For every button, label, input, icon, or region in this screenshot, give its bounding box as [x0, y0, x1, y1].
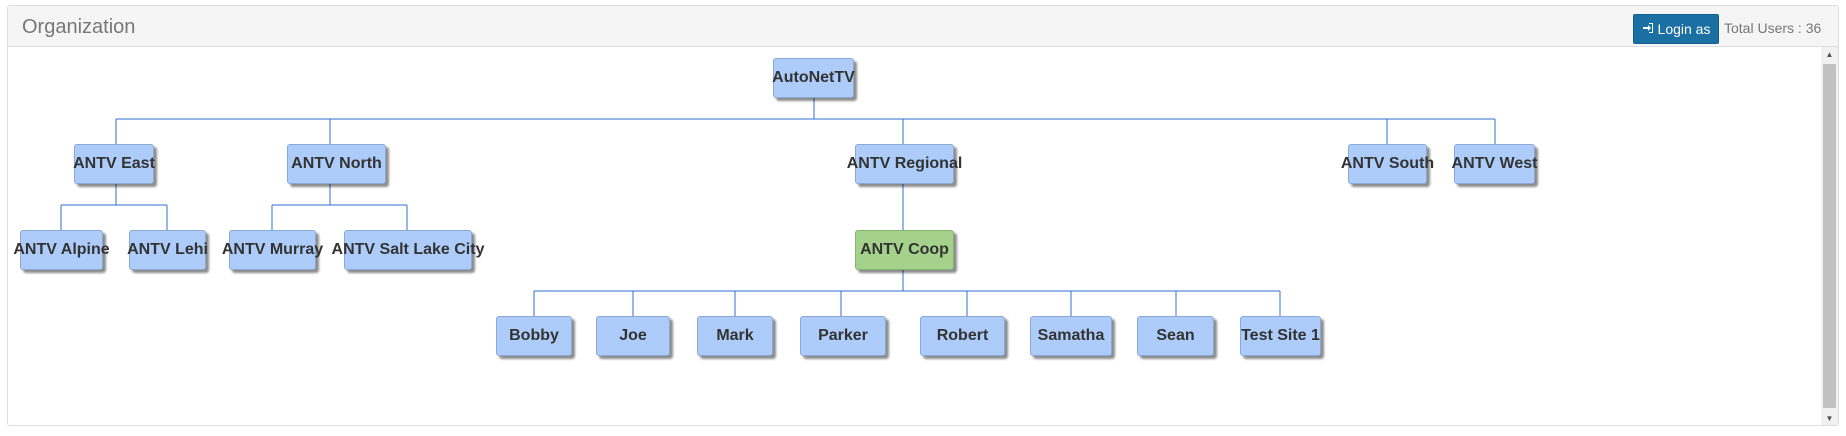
tree-connectors — [60, 98, 1496, 316]
org-node-samatha[interactable]: Samatha — [1030, 316, 1112, 356]
scroll-up-arrow-icon[interactable]: ▲ — [1825, 49, 1834, 59]
org-node-antv-lehi[interactable]: ANTV Lehi — [127, 230, 208, 270]
scroll-down-arrow-icon[interactable]: ▼ — [1825, 413, 1834, 423]
org-node-parker[interactable]: Parker — [800, 316, 886, 356]
vertical-scrollbar[interactable]: ▲ ▼ — [1821, 47, 1838, 425]
org-node-mark[interactable]: Mark — [697, 316, 773, 356]
login-as-label: Login as — [1657, 21, 1711, 37]
org-node-antv-alpine[interactable]: ANTV Alpine — [13, 230, 110, 270]
org-node-autonettv[interactable]: AutoNetTV — [772, 58, 855, 98]
org-node-robert[interactable]: Robert — [920, 316, 1005, 356]
org-node-sean[interactable]: Sean — [1137, 316, 1214, 356]
panel-header: Organization Login as Total Users : 36 — [8, 6, 1838, 47]
org-node-test-site-1[interactable]: Test Site 1 — [1240, 316, 1321, 356]
org-node-antv-coop[interactable]: ANTV Coop — [855, 230, 954, 270]
org-node-antv-murray[interactable]: ANTV Murray — [222, 230, 323, 270]
scrollbar-thumb[interactable] — [1823, 64, 1836, 408]
org-node-antv-north[interactable]: ANTV North — [287, 144, 386, 184]
org-tree: AutoNetTV ANTV East ANTV North ANTV Regi… — [8, 47, 1818, 425]
org-node-antv-west[interactable]: ANTV West — [1452, 144, 1537, 184]
org-node-antv-salt-lake-city[interactable]: ANTV Salt Lake City — [332, 230, 484, 270]
org-node-joe[interactable]: Joe — [596, 316, 670, 356]
total-users-count: Total Users : 36 — [1724, 20, 1822, 36]
org-node-antv-regional[interactable]: ANTV Regional — [847, 144, 962, 184]
sign-in-icon — [1642, 21, 1654, 37]
page-title: Organization — [22, 16, 136, 38]
org-node-bobby[interactable]: Bobby — [496, 316, 572, 356]
org-node-antv-east[interactable]: ANTV East — [73, 144, 155, 184]
organization-panel: Organization Login as Total Users : 36 — [7, 5, 1839, 426]
org-node-antv-south[interactable]: ANTV South — [1341, 144, 1434, 184]
login-as-button[interactable]: Login as — [1633, 14, 1719, 44]
